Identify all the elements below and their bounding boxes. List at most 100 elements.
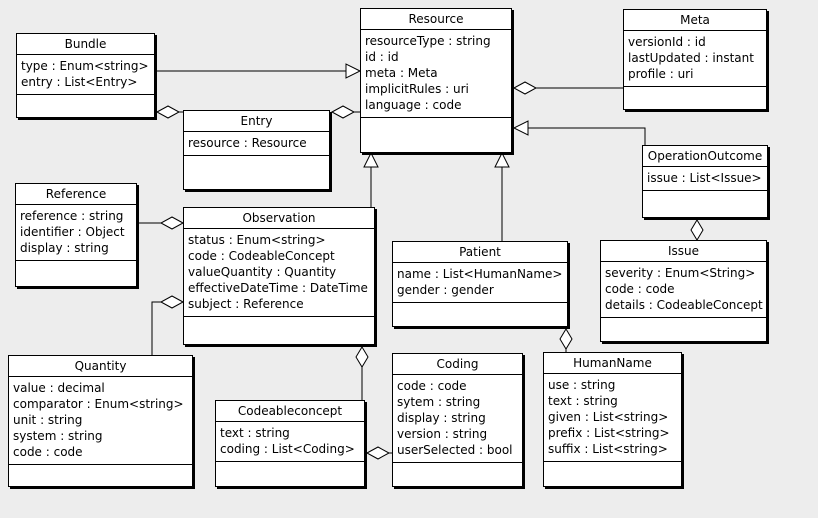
class-attribute: userSelected : bool	[397, 443, 513, 457]
class-title-patient: Patient	[393, 242, 567, 263]
class-attribute: resource : Resource	[188, 136, 307, 150]
class-title-codeableconcept: Codeableconcept	[216, 401, 364, 422]
relationship-aggregation-entry-resource	[330, 105, 360, 119]
class-attribute: implicitRules : uri	[365, 82, 469, 96]
class-attribute: unit : string	[13, 413, 83, 427]
aggregation-diamond-icon	[365, 446, 391, 460]
class-box-humanname[interactable]: HumanName use : string text : string given …	[543, 352, 682, 487]
class-attribute: meta : Meta	[365, 66, 438, 80]
class-attribute: type : Enum<string>	[21, 59, 149, 73]
class-attribute: comparator : Enum<string>	[13, 397, 184, 411]
class-attribute: name : List<HumanName>	[397, 267, 563, 281]
class-box-patient[interactable]: Patient name : List<HumanName> gender : ge…	[392, 241, 568, 327]
generalization-triangle-icon	[363, 151, 379, 168]
class-attribute: code : CodeableConcept	[188, 249, 335, 263]
class-methods-compartment	[184, 155, 329, 189]
class-attribute: display : string	[397, 411, 486, 425]
class-attribute: language : code	[365, 98, 462, 112]
class-attribute: gender : gender	[397, 283, 494, 297]
class-attribute: text : string	[220, 426, 290, 440]
class-methods-compartment	[643, 190, 767, 217]
relationship-generalization-operationoutcome-resource	[512, 120, 646, 145]
class-methods-compartment	[544, 461, 681, 486]
class-attribute: profile : uri	[628, 67, 694, 81]
relationship-aggregation-patient-humanname	[559, 328, 573, 352]
generalization-triangle-icon	[494, 151, 510, 168]
aggregation-diamond-icon	[155, 105, 181, 119]
class-box-reference[interactable]: Reference reference : string identifier : …	[15, 183, 137, 287]
class-methods-compartment	[361, 117, 511, 152]
relationship-generalization-observation-resource	[363, 151, 379, 207]
class-attribute: identifier : Object	[20, 225, 125, 239]
class-box-quantity[interactable]: Quantity value : decimal comparator : Enum…	[8, 355, 193, 487]
class-title-reference: Reference	[16, 184, 136, 205]
class-attribute: code : code	[605, 282, 675, 296]
class-attribute: code : code	[397, 379, 467, 393]
relationship-aggregation-observation-codeableconcept	[355, 346, 369, 400]
relationship-aggregation-bundle-entry	[155, 105, 183, 119]
class-attributes-compartment: text : string coding : List<Coding>	[216, 422, 364, 461]
class-title-coding: Coding	[393, 354, 522, 375]
class-attribute: coding : List<Coding>	[220, 442, 355, 456]
aggregation-diamond-icon	[559, 328, 573, 350]
class-title-operationoutcome: OperationOutcome	[643, 146, 767, 167]
relationship-generalization-patient-resource	[494, 151, 510, 241]
class-methods-compartment	[17, 94, 154, 117]
class-attribute: severity : Enum<String>	[605, 266, 756, 280]
class-methods-compartment	[216, 461, 364, 486]
class-title-quantity: Quantity	[9, 356, 192, 377]
class-title-humanname: HumanName	[544, 353, 681, 374]
class-attribute: value : decimal	[13, 381, 105, 395]
class-box-entry[interactable]: Entry resource : Resource	[183, 110, 330, 190]
class-attribute: reference : string	[20, 209, 124, 223]
class-attributes-compartment: name : List<HumanName> gender : gender	[393, 263, 567, 302]
relationship-generalization-bundle-resource	[157, 63, 362, 79]
aggregation-diamond-icon	[159, 295, 185, 309]
aggregation-diamond-icon	[690, 219, 704, 241]
generalization-triangle-icon	[345, 63, 362, 79]
class-attribute: text : string	[548, 394, 618, 408]
generalization-triangle-icon	[512, 120, 529, 136]
aggregation-diamond-icon	[512, 81, 538, 95]
relationship-aggregation-resource-meta	[512, 81, 623, 95]
relationship-aggregation-observation-quantity	[151, 295, 185, 355]
class-attribute: version : string	[397, 427, 488, 441]
class-attribute: subject : Reference	[188, 297, 304, 311]
class-attribute: valueQuantity : Quantity	[188, 265, 337, 279]
class-box-observation[interactable]: Observation status : Enum<string> code : C…	[183, 207, 375, 345]
class-attributes-compartment: resource : Resource	[184, 132, 329, 155]
class-attribute: display : string	[20, 241, 109, 255]
class-title-meta: Meta	[624, 10, 766, 31]
class-attribute: use : string	[548, 378, 616, 392]
class-title-bundle: Bundle	[17, 34, 154, 55]
class-title-observation: Observation	[184, 208, 374, 229]
class-methods-compartment	[9, 464, 192, 486]
class-methods-compartment	[601, 317, 766, 341]
class-attribute: prefix : List<string>	[548, 426, 670, 440]
class-methods-compartment	[16, 260, 136, 286]
class-attribute: code : code	[13, 445, 83, 459]
relationship-aggregation-operationoutcome-issue	[690, 219, 704, 241]
class-attribute: status : Enum<string>	[188, 233, 326, 247]
aggregation-diamond-icon	[355, 346, 369, 368]
class-attribute: given : List<string>	[548, 410, 669, 424]
class-box-codeableconcept[interactable]: Codeableconcept text : string coding : Lis…	[215, 400, 365, 487]
class-attribute: lastUpdated : instant	[628, 51, 754, 65]
relationship-aggregation-observation-reference	[139, 216, 185, 230]
class-title-entry: Entry	[184, 111, 329, 132]
class-attributes-compartment: type : Enum<string>entry : List<Entry>	[17, 55, 154, 94]
relationship-aggregation-codeableconcept-coding	[365, 446, 392, 460]
class-methods-compartment	[393, 302, 567, 326]
class-methods-compartment	[624, 86, 766, 109]
